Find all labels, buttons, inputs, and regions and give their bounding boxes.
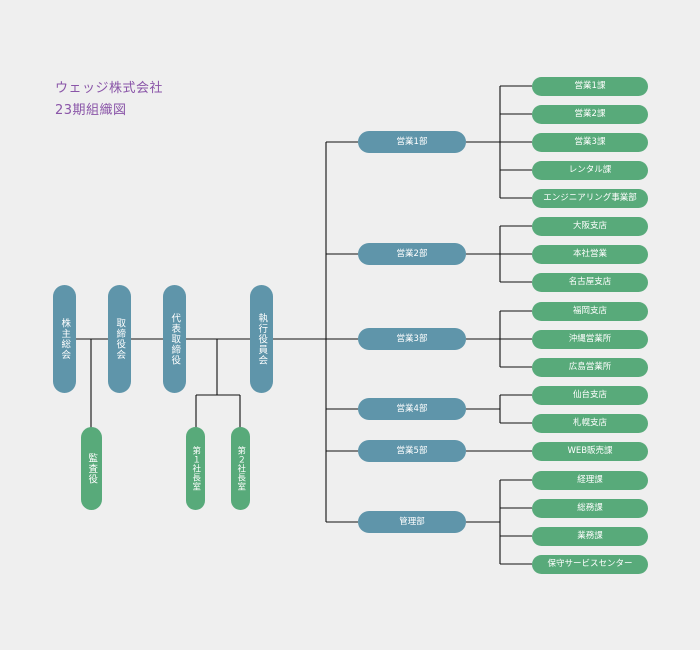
division-sales-2: 営業2部 [358,243,466,265]
executive-officers-node: 執行役員会 [250,285,273,393]
unit-node: レンタル課 [532,161,648,180]
division-sales-4: 営業4部 [358,398,466,420]
unit-node: 営業3課 [532,133,648,152]
representative-director-node: 代表取締役 [163,285,186,393]
president-office-1-node: 第１社長室 [186,427,205,510]
unit-node: 広島営業所 [532,358,648,377]
division-sales-1: 営業1部 [358,131,466,153]
unit-node: 経理課 [532,471,648,490]
unit-node: 営業2課 [532,105,648,124]
auditor-node: 監査役 [81,427,102,510]
unit-node: エンジニアリング事業部 [532,189,648,208]
unit-node: 仙台支店 [532,386,648,405]
board-of-directors-node: 取締役会 [108,285,131,393]
president-office-2-node: 第２社長室 [231,427,250,510]
unit-node: 福岡支店 [532,302,648,321]
unit-node: WEB販売課 [532,442,648,461]
unit-node: 本社営業 [532,245,648,264]
division-admin: 管理部 [358,511,466,533]
unit-node: 業務課 [532,527,648,546]
unit-node: 沖縄営業所 [532,330,648,349]
unit-node: 札幌支店 [532,414,648,433]
division-sales-3: 営業3部 [358,328,466,350]
unit-node: 営業1課 [532,77,648,96]
unit-node: 大阪支店 [532,217,648,236]
unit-node: 保守サービスセンター [532,555,648,574]
company-name: ウェッジ株式会社 [55,81,164,96]
shareholders-meeting-node: 株主総会 [53,285,76,393]
division-sales-5: 営業5部 [358,440,466,462]
unit-node: 名古屋支店 [532,273,648,292]
chart-subtitle: 23期組織図 [55,103,127,118]
unit-node: 総務課 [532,499,648,518]
